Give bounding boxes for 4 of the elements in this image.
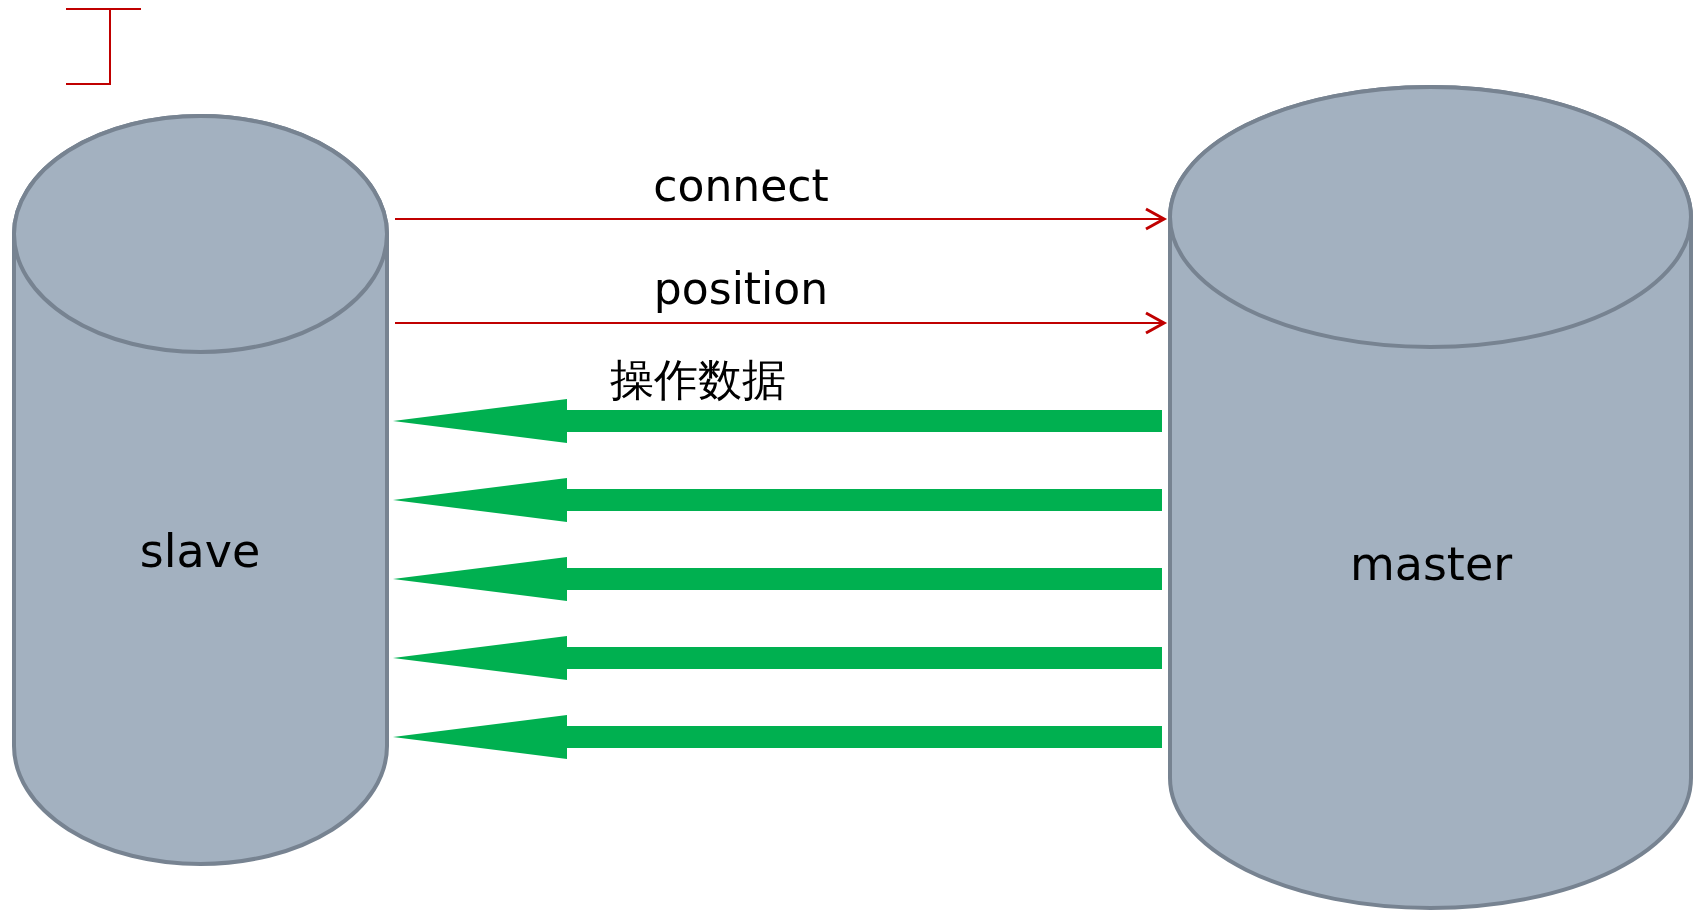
node-label: slave — [139, 524, 261, 578]
arrow — [394, 207, 1166, 231]
arrow — [394, 311, 1166, 335]
node-label: master — [1349, 537, 1513, 591]
